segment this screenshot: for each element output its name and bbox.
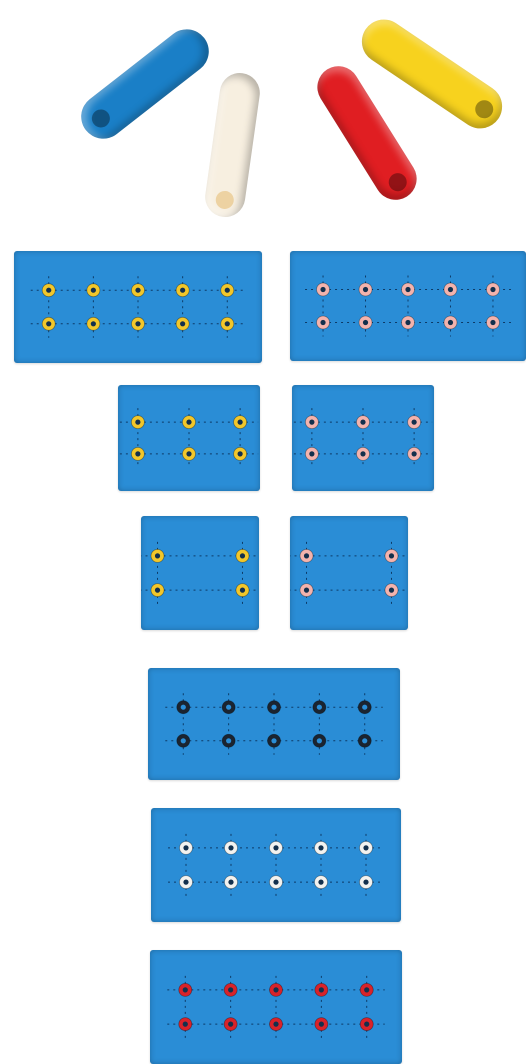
post-hole (271, 738, 277, 744)
post-hole (318, 1021, 324, 1027)
pad-yellow-6 (118, 385, 260, 491)
post-hole (135, 321, 141, 327)
post-hole (303, 587, 310, 593)
post-hole (273, 1021, 279, 1027)
blue-cap-opening (88, 105, 114, 132)
cream-cap (202, 70, 263, 220)
post-hole (405, 286, 411, 293)
post-hole (490, 319, 496, 326)
post-hole (411, 451, 417, 457)
post-hole (273, 845, 279, 851)
post-hole (154, 553, 161, 559)
post-hole (237, 419, 243, 425)
post-hole (239, 553, 246, 559)
post-hole (271, 704, 277, 710)
red-cap-opening (385, 169, 411, 195)
post-hole (46, 321, 52, 327)
pad-yellow-4-grid (141, 541, 259, 605)
post-hole (226, 738, 232, 744)
post-hole (316, 738, 322, 744)
cream-cap-opening (214, 189, 235, 211)
post-hole (273, 879, 279, 885)
post-hole (239, 587, 246, 593)
post-hole (362, 738, 368, 744)
post-hole (180, 704, 186, 710)
pad-pink-4-grid (290, 541, 408, 605)
post-hole (228, 845, 234, 851)
post-hole (309, 451, 315, 457)
post-hole (318, 987, 324, 993)
pad-yellow-10-grid (30, 276, 246, 338)
post-hole (182, 987, 188, 993)
yellow-cap-opening (471, 96, 497, 122)
post-hole (180, 287, 186, 293)
post-hole (303, 553, 310, 559)
pad-pink-4 (290, 516, 408, 630)
post-hole (362, 286, 369, 293)
post-hole (135, 451, 141, 457)
post-hole (360, 451, 366, 457)
post-hole (320, 286, 326, 293)
post-hole (228, 987, 234, 993)
post-hole (360, 419, 366, 425)
post-hole (180, 321, 186, 327)
post-hole (362, 704, 368, 710)
post-hole (490, 286, 496, 293)
post-hole (186, 419, 192, 425)
post-hole (135, 419, 141, 425)
post-hole (316, 704, 322, 710)
post-hole (447, 286, 454, 293)
post-hole (318, 879, 324, 885)
post-hole (364, 1021, 370, 1027)
post-hole (90, 287, 96, 293)
post-hole (237, 451, 243, 457)
post-hole (362, 319, 369, 326)
post-hole (309, 419, 315, 425)
pad-yellow-6-grid (119, 408, 259, 468)
post-hole (180, 738, 186, 744)
post-hole (388, 587, 395, 593)
post-hole (90, 321, 96, 327)
post-hole (186, 451, 192, 457)
post-hole (182, 1021, 188, 1027)
post-hole (228, 1021, 234, 1027)
post-hole (154, 587, 161, 593)
pad-yellow-4 (141, 516, 259, 630)
post-hole (447, 319, 454, 326)
pad-black-10-grid (165, 693, 383, 755)
post-hole (46, 287, 52, 293)
blue-cap (72, 20, 218, 148)
pad-yellow-10 (14, 251, 262, 363)
post-hole (388, 553, 395, 559)
post-hole (224, 287, 230, 293)
pad-pink-10 (290, 251, 526, 361)
post-hole (228, 879, 234, 885)
pad-red-10 (150, 950, 402, 1064)
post-hole (363, 879, 369, 885)
pad-black-10 (148, 668, 400, 780)
post-hole (226, 704, 232, 710)
post-hole (224, 321, 230, 327)
pad-white-10-grid (168, 833, 384, 897)
pad-white-10 (151, 808, 401, 922)
post-hole (135, 287, 141, 293)
post-hole (183, 879, 189, 885)
post-hole (273, 987, 279, 993)
post-hole (405, 319, 411, 326)
pad-pink-10-grid (305, 275, 511, 337)
post-hole (320, 319, 326, 326)
post-hole (363, 845, 369, 851)
post-hole (183, 845, 189, 851)
pad-pink-6-grid (293, 408, 433, 468)
post-hole (318, 845, 324, 851)
post-hole (364, 987, 370, 993)
pad-red-10-grid (167, 975, 385, 1039)
pad-pink-6 (292, 385, 434, 491)
post-hole (411, 419, 417, 425)
